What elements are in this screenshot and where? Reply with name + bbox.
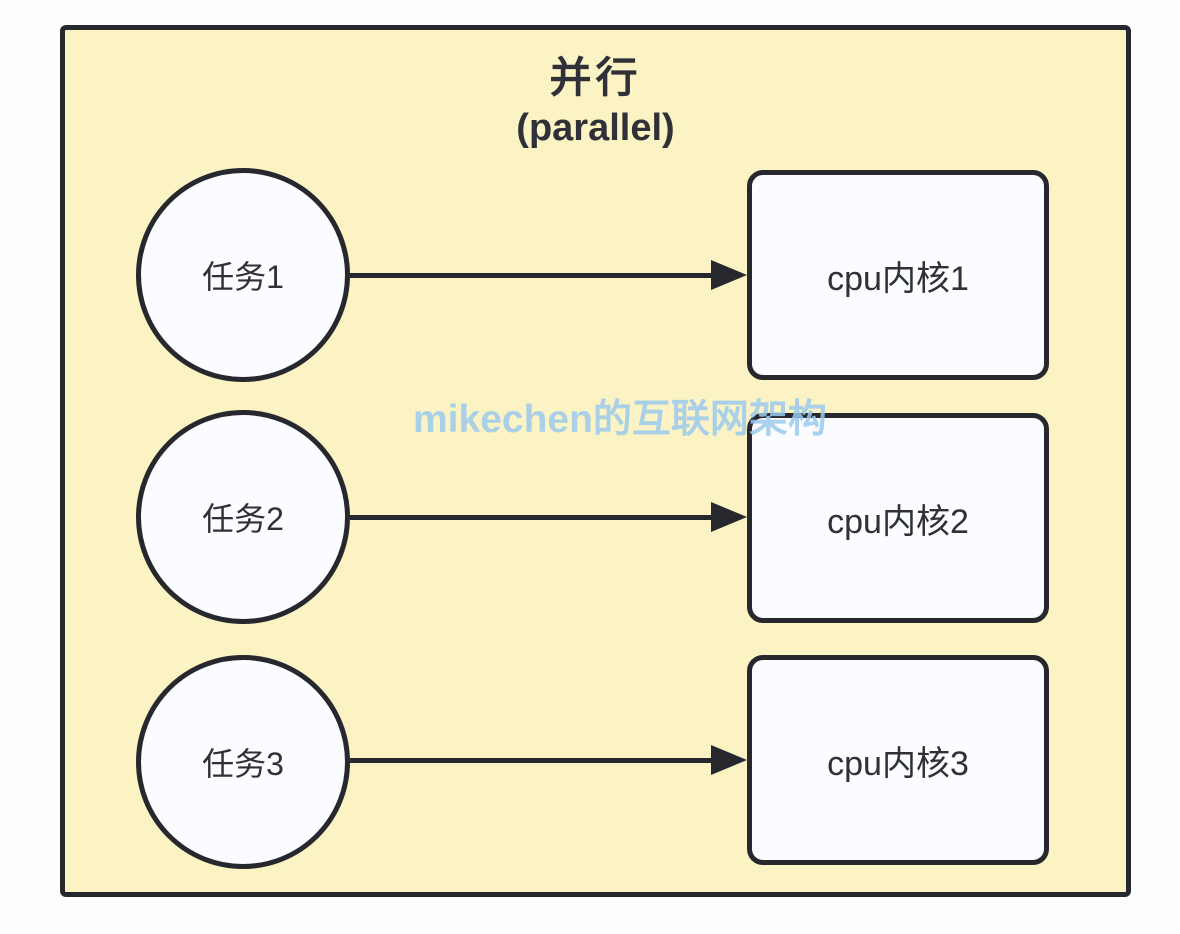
task-label-3: 任务3 [202, 746, 284, 782]
title-chinese: 并行 [549, 54, 642, 101]
cpu-core-label-2: cpu内核2 [827, 502, 969, 541]
arrow-head-icon [711, 260, 747, 290]
title-english: (parallel) [516, 107, 675, 149]
task-label-2: 任务2 [202, 501, 284, 537]
task-node-3: 任务3 [136, 655, 350, 869]
arrow-task3-to-core3 [350, 745, 747, 775]
arrow-line [350, 757, 711, 763]
arrow-task2-to-core2 [350, 502, 747, 532]
cpu-core-node-3: cpu内核3 [747, 655, 1049, 865]
cpu-core-node-1: cpu内核1 [747, 170, 1049, 380]
task-label-1: 任务1 [202, 259, 284, 295]
arrow-head-icon [711, 745, 747, 775]
arrow-line [350, 514, 711, 520]
arrow-head-icon [711, 502, 747, 532]
task-node-1: 任务1 [136, 168, 350, 382]
cpu-core-label-1: cpu内核1 [827, 259, 969, 298]
arrow-line [350, 272, 711, 278]
cpu-core-node-2: cpu内核2 [747, 413, 1049, 623]
diagram-container: 并行 (parallel) 任务1 任务2 任务3 cpu内核1 cpu内核2 [60, 25, 1131, 897]
task-node-2: 任务2 [136, 410, 350, 624]
cpu-core-label-3: cpu内核3 [827, 744, 969, 783]
arrow-task1-to-core1 [350, 260, 747, 290]
diagram-title: 并行 (parallel) [65, 52, 1126, 152]
